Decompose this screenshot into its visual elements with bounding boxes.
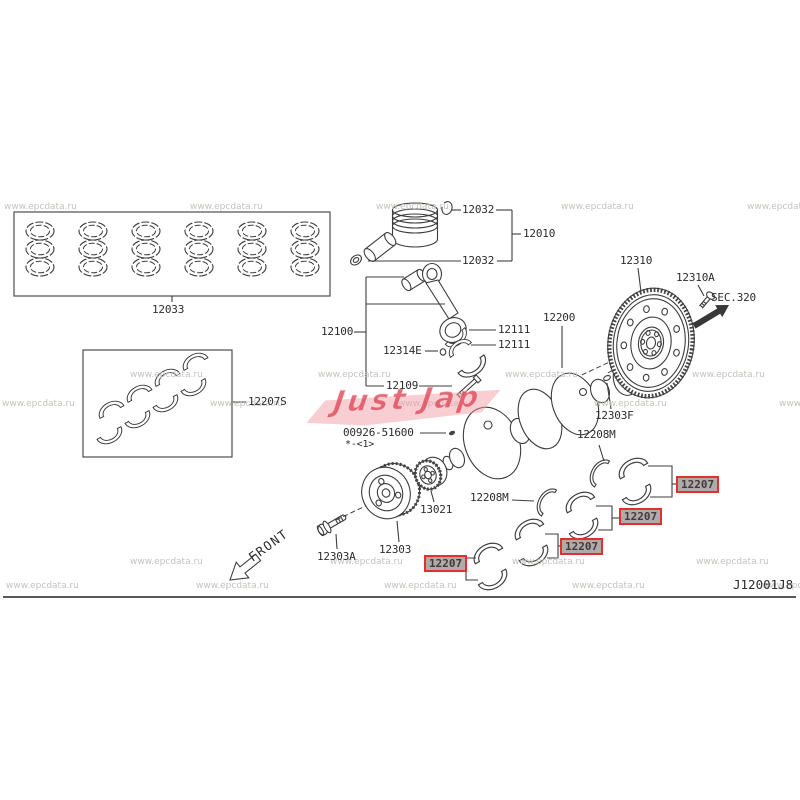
watermark: www.epcdata.ru (696, 557, 769, 567)
watermark: www.epcdata.ru (330, 557, 403, 567)
flywheel-bolt-art (699, 291, 715, 309)
highlighted-part-label-main-bearing-2[interactable]: 12207 (619, 508, 663, 525)
watermark: www.epcdata.ru (594, 399, 667, 409)
watermark: www.epcdata.ru (384, 581, 457, 591)
watermark: www.epcdata.ru (318, 370, 391, 380)
watermark: www.epcdata.ru (692, 370, 765, 380)
watermark: www.epcdata.ru (572, 581, 645, 591)
part-label-snap-ring-lower: 12032 (462, 254, 495, 267)
watermark: www.epcdata.ru (762, 581, 800, 591)
part-label-rod-cap: 12109 (386, 379, 419, 392)
main-bearing-set-box (82, 348, 246, 458)
part-label-rod-bearing-lower: 12111 (498, 338, 531, 351)
connecting-rod-art (354, 262, 496, 399)
watermark: www.epcdata.ru (4, 202, 77, 212)
watermark: www.epcdata.ru (6, 581, 79, 591)
part-label-thrust-washer-upper: 12208M (577, 428, 616, 441)
watermark: www.epcdata.ru (505, 370, 578, 380)
watermark: www.epcdata.ru (130, 370, 203, 380)
piston-ring-set-box (13, 211, 331, 302)
watermark: www.epcdata.ru (376, 202, 449, 212)
piston-assembly-art (350, 201, 521, 266)
watermark: www.epcdata.ru (190, 202, 263, 212)
part-label-crank-key: 00926-51600 (343, 426, 414, 439)
part-label-dowel-pin: 12303F (595, 409, 634, 422)
diagram-code: J12001J8 (733, 577, 794, 592)
crank-pulley-art (361, 462, 422, 520)
part-label-rod-nut: 12314E (383, 344, 422, 357)
part-label-snap-ring-upper: 12032 (462, 203, 495, 216)
highlighted-part-label-main-bearing-4[interactable]: 12207 (424, 555, 468, 572)
part-label-flywheel: 12310 (620, 254, 653, 267)
watermark: www.epcdata.ru (130, 557, 203, 567)
watermark: www.epcdata.ru (2, 399, 75, 409)
part-label-crankshaft: 12200 (543, 311, 576, 324)
part-label-crank-sprocket: 13021 (420, 503, 453, 516)
part-label-main-bearing-set: 12207S (248, 395, 287, 408)
part-label-crank-pulley: 12303 (379, 543, 412, 556)
watermark: www.epcdata.ru (747, 202, 800, 212)
part-label-piston: 12010 (523, 227, 556, 240)
part-label-flywheel-bolt: 12310A (676, 271, 715, 284)
watermark: www.epcdata.ru (196, 581, 269, 591)
section-ref-label: SEC.320 (711, 291, 756, 304)
part-label-piston-ring-set: 12033 (152, 303, 185, 316)
part-label-pulley-bolt: 12303A (317, 550, 356, 563)
thrust-washer-art (584, 455, 611, 488)
watermark: www.epcdata.ru (512, 557, 585, 567)
part-label-connecting-rod: 12100 (321, 325, 354, 338)
part-label-rod-bearing-upper: 12111 (498, 323, 531, 336)
thrust-washer-art (531, 484, 558, 517)
watermark: www.epcdata.ru (779, 399, 800, 409)
front-arrow-icon (229, 553, 262, 581)
flywheel-art (606, 287, 696, 399)
watermark: www.epcdata.ru (210, 399, 283, 409)
crank-sprocket-art (413, 456, 448, 491)
highlighted-part-label-main-bearing-1[interactable]: 12207 (676, 476, 720, 493)
pulley-bolt-art (316, 514, 347, 537)
part-label-crank-key-qty: *-<1> (345, 439, 375, 450)
sec320-arrow-icon (692, 305, 729, 329)
highlighted-part-label-main-bearing-3[interactable]: 12207 (560, 538, 604, 555)
watermark: www.epcdata.ru (561, 202, 634, 212)
part-label-thrust-washer-lower: 12208M (470, 491, 509, 504)
